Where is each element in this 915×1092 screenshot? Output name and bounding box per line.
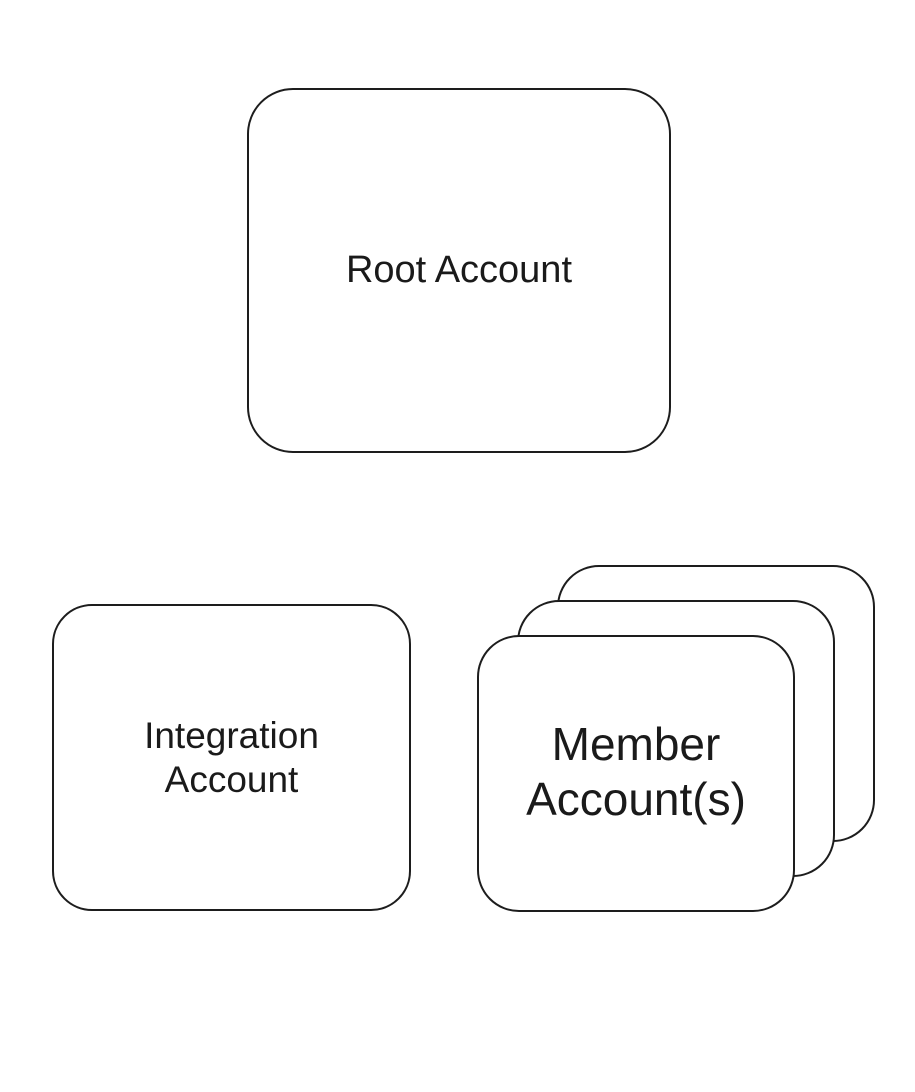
node-integration-account-label: Integration Account [144, 714, 319, 800]
member-account-card-front[interactable]: Member Account(s) [477, 635, 795, 912]
node-root-account-label: Root Account [345, 249, 573, 292]
node-integration-account[interactable]: Integration Account [52, 604, 411, 911]
node-member-accounts[interactable]: Member Account(s) [477, 563, 877, 913]
node-root-account[interactable]: Root Account [247, 88, 671, 453]
node-member-accounts-label: Member Account(s) [526, 718, 746, 825]
